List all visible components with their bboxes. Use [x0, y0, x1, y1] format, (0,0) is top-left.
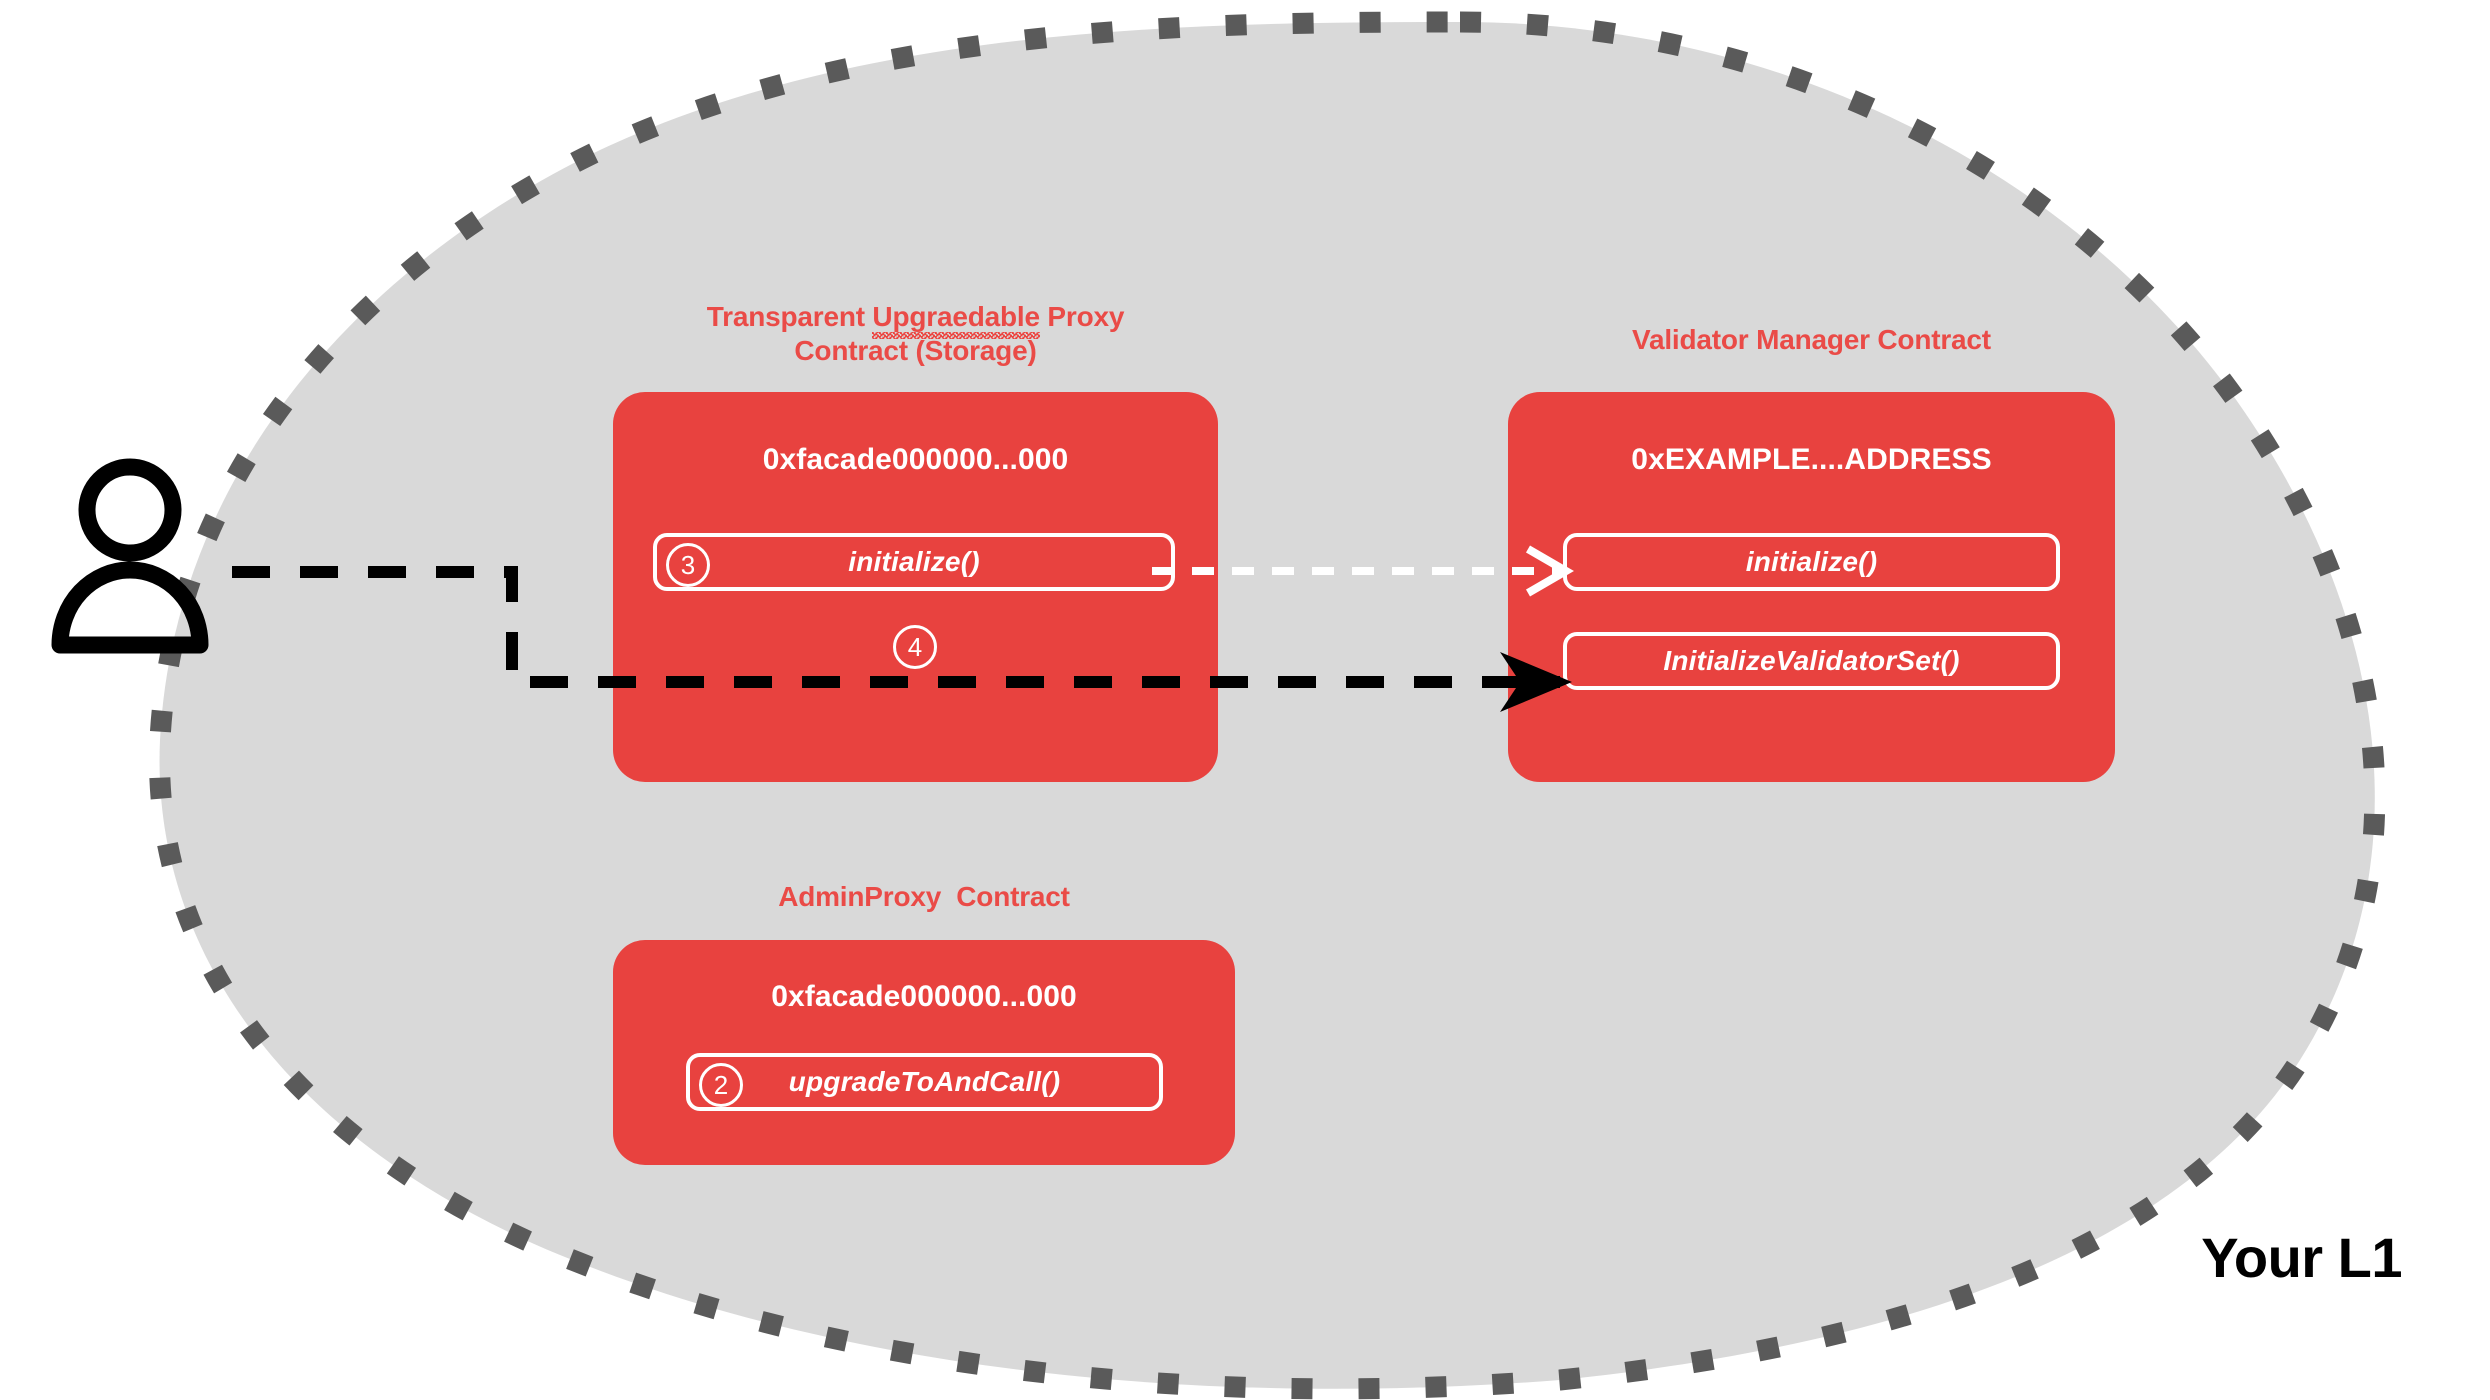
function-label-initialize-validator-set: InitializeValidatorSet() — [1663, 645, 1960, 676]
card-transparent-upgradeable-proxy: 0xfacade000000...000 3 initialize() 4 — [613, 392, 1218, 782]
proxy-address: 0xfacade000000...000 — [762, 443, 1069, 476]
person-icon — [51, 458, 209, 654]
group-title-admin-proxy: AdminProxy Contract — [778, 881, 1070, 912]
user-actor — [40, 455, 220, 660]
step-badge-2: 2 — [699, 1063, 743, 1107]
misspelled-word: Upgraedable — [872, 300, 1041, 340]
group-admin-proxy: AdminProxy Contract — [613, 880, 1235, 914]
function-label-upgrade-to-and-call: upgradeToAndCall() — [788, 1066, 1061, 1097]
function-initialize-vm[interactable]: initialize() — [1563, 533, 2060, 591]
arrowhead-solid-black — [1500, 652, 1572, 712]
card-admin-proxy: 0xfacade000000...000 2 upgradeToAndCall(… — [613, 940, 1235, 1165]
region-label-your-l1: Your L1 — [2201, 1226, 2402, 1289]
function-label-initialize-vm: initialize() — [1745, 546, 1878, 577]
group-validator-manager: Validator Manager Contract — [1508, 323, 2115, 357]
step-badge-3: 3 — [666, 543, 710, 587]
function-initialize-proxy[interactable]: 3 initialize() — [653, 533, 1175, 591]
group-title-validator-manager: Validator Manager Contract — [1632, 324, 1991, 355]
arrowhead-open-white — [1525, 545, 1574, 597]
step-badge-4: 4 — [893, 625, 937, 669]
card-validator-manager: 0xEXAMPLE....ADDRESS initialize() Initia… — [1508, 392, 2115, 782]
function-label-initialize: initialize() — [848, 546, 980, 577]
flow-user-to-initialize-validator-set — [232, 566, 1560, 688]
function-initialize-validator-set[interactable]: InitializeValidatorSet() — [1563, 632, 2060, 690]
validator-manager-address: 0xEXAMPLE....ADDRESS — [1631, 443, 1992, 476]
admin-proxy-address: 0xfacade000000...000 — [771, 980, 1077, 1013]
function-upgrade-to-and-call[interactable]: 2 upgradeToAndCall() — [686, 1053, 1163, 1111]
